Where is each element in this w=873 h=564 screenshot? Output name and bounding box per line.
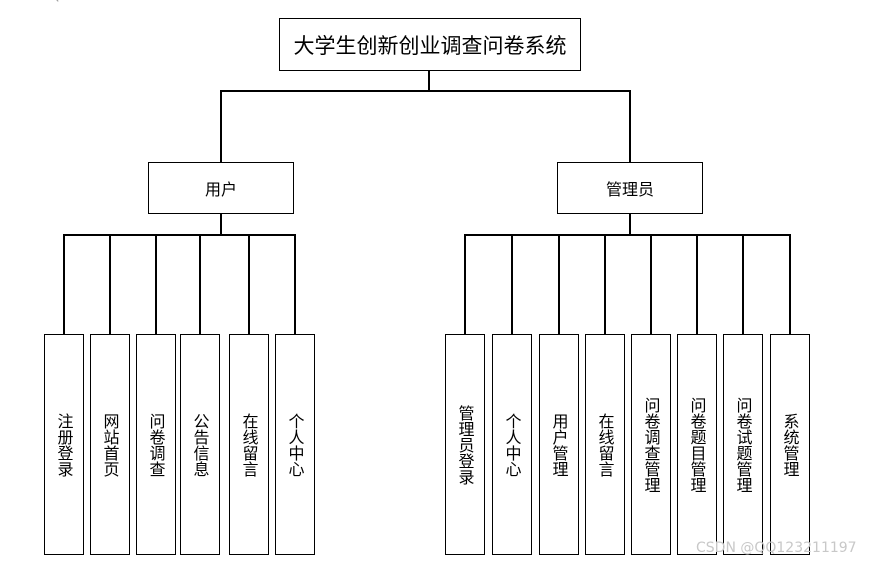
leaf-node: 网站首页 (90, 334, 130, 555)
leaf-label: 个人中心 (285, 412, 305, 477)
leaf-label: 在线留言 (239, 412, 259, 477)
leaf-label: 用户管理 (549, 412, 569, 477)
leaf-label: 注册登录 (54, 412, 74, 477)
leaf-label: 公告信息 (190, 412, 210, 477)
branch-node-admin: 管理员 (557, 162, 703, 214)
root-node: 大学生创新创业调查问卷系统 (279, 18, 581, 71)
leaf-node: 在线留言 (229, 334, 269, 555)
leaf-node: 公告信息 (180, 334, 220, 555)
leaf-node: 用户管理 (539, 334, 579, 555)
branch-node-user: 用户 (148, 162, 294, 214)
watermark-text: CSDN @QQ123211197 (696, 540, 857, 556)
leaf-node: 问卷试题管理 (723, 334, 763, 555)
leaf-label: 问卷调查 (146, 412, 166, 477)
leaf-label: 问卷试题管理 (733, 396, 753, 493)
branch-label: 管理员 (605, 180, 654, 199)
leaf-node: 管理员登录 (445, 334, 485, 555)
leaf-node: 个人中心 (275, 334, 315, 555)
leaf-node: 在线留言 (585, 334, 625, 555)
corner-arrow-icon: ↩ (55, 0, 65, 6)
leaf-node: 注册登录 (44, 334, 84, 555)
leaf-node: 个人中心 (492, 334, 532, 555)
leaf-node: 问卷题目管理 (677, 334, 717, 555)
branch-label: 用户 (204, 180, 237, 199)
leaf-node: 系统管理 (770, 334, 810, 555)
leaf-label: 系统管理 (780, 412, 800, 477)
leaf-label: 在线留言 (595, 412, 615, 477)
leaf-node: 问卷调查 (136, 334, 176, 555)
leaf-label: 网站首页 (100, 412, 120, 477)
leaf-label: 问卷调查管理 (641, 396, 661, 493)
root-label: 大学生创新创业调查问卷系统 (293, 33, 567, 58)
leaf-label: 管理员登录 (455, 404, 475, 485)
leaf-label: 个人中心 (502, 412, 522, 477)
leaf-label: 问卷题目管理 (687, 396, 707, 493)
leaf-node: 问卷调查管理 (631, 334, 671, 555)
